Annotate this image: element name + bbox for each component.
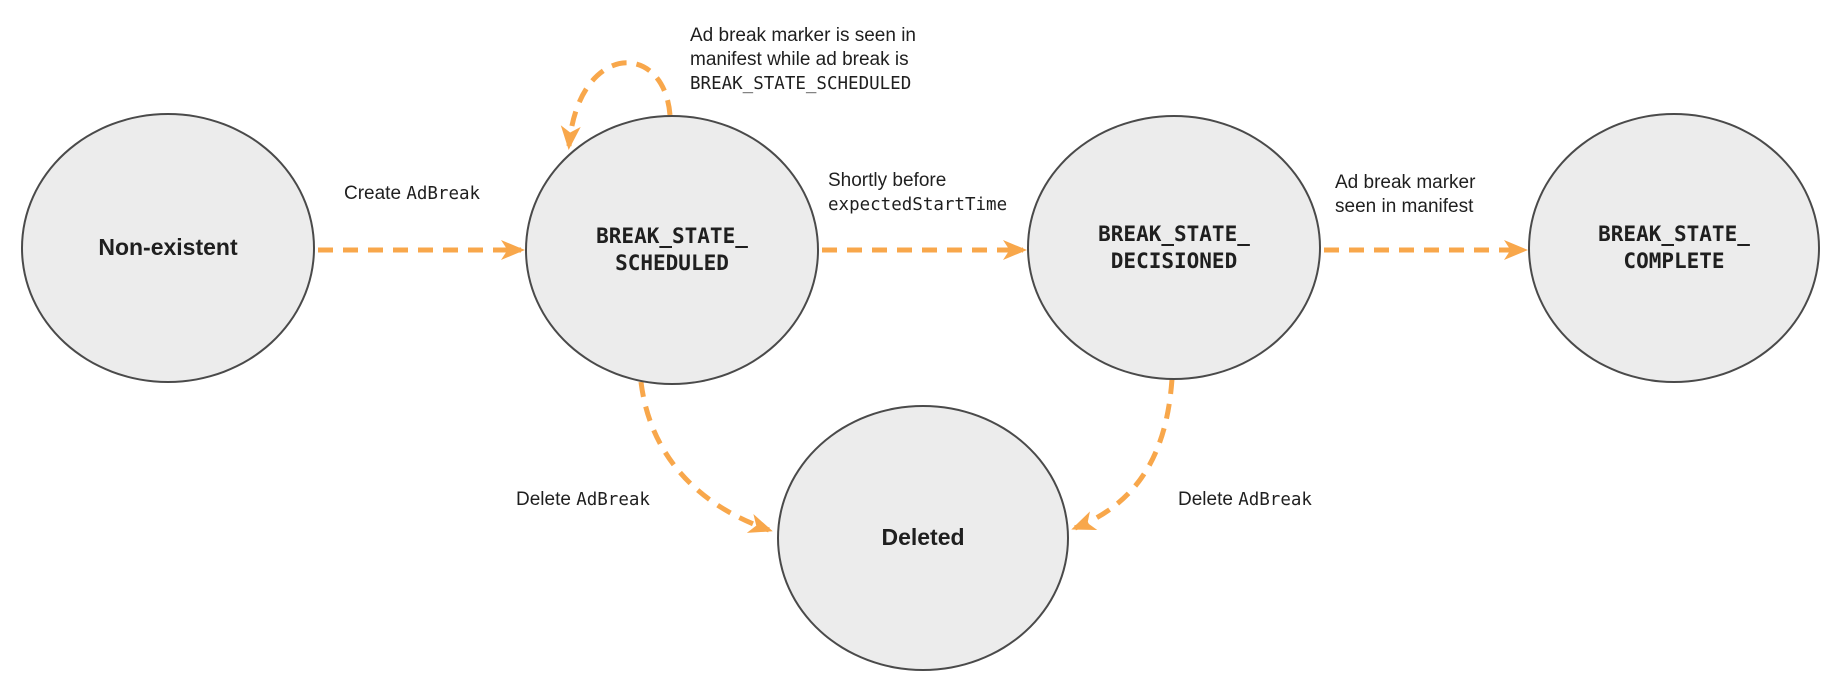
edge-label-line2-code: expectedStartTime <box>828 195 1008 215</box>
state-label-line1: BREAK_STATE_ <box>1598 222 1750 246</box>
state-node-break-state-scheduled: BREAK_STATE_ SCHEDULED <box>525 115 819 385</box>
edge-label-create-adbreak: Create AdBreak <box>344 182 480 206</box>
edge-label-delete-adbreak-right: Delete AdBreak <box>1178 488 1312 512</box>
edge-label-line1: Ad break marker <box>1335 172 1476 193</box>
state-label-line2: SCHEDULED <box>615 251 729 275</box>
edge-label-text: Create <box>344 183 402 204</box>
edge-label-code: AdBreak <box>1238 490 1312 510</box>
state-label-line2: COMPLETE <box>1623 249 1725 273</box>
edge-label-code: AdBreak <box>406 184 481 204</box>
edge-label-line2: seen in manifest <box>1335 196 1474 217</box>
arrow-scheduled-to-deleted <box>638 381 773 533</box>
state-node-break-state-decisioned: BREAK_STATE_ DECISIONED <box>1027 115 1321 380</box>
edge-label-line1: Shortly before <box>828 170 947 191</box>
edge-label-marker-seen: Ad break marker seen in manifest <box>1335 171 1475 219</box>
edge-label-line1: Ad break marker is seen in <box>690 25 916 46</box>
edge-label-self-loop: Ad break marker is seen in manifest whil… <box>690 24 916 96</box>
edge-label-shortly-before: Shortly before expectedStartTime <box>828 169 1007 217</box>
edge-label-text: Delete <box>516 489 571 510</box>
state-label-line1: BREAK_STATE_ <box>596 224 748 248</box>
edge-label-line3-code: BREAK_STATE_SCHEDULED <box>690 74 912 94</box>
edge-label-line2: manifest while ad break is <box>690 49 909 70</box>
state-label-line2: DECISIONED <box>1110 248 1238 273</box>
state-label-line1: BREAK_STATE_ <box>1098 221 1250 246</box>
edge-label-code: AdBreak <box>576 490 650 510</box>
edge-label-text: Delete <box>1178 489 1233 510</box>
state-label: Deleted <box>881 524 965 551</box>
arrow-decisioned-to-deleted <box>1071 378 1175 531</box>
state-node-non-existent: Non-existent <box>21 113 315 383</box>
state-label: Non-existent <box>98 234 238 261</box>
state-node-break-state-complete: BREAK_STATE_ COMPLETE <box>1528 113 1820 383</box>
edge-label-delete-adbreak-left: Delete AdBreak <box>516 488 650 512</box>
state-node-deleted: Deleted <box>777 405 1069 671</box>
